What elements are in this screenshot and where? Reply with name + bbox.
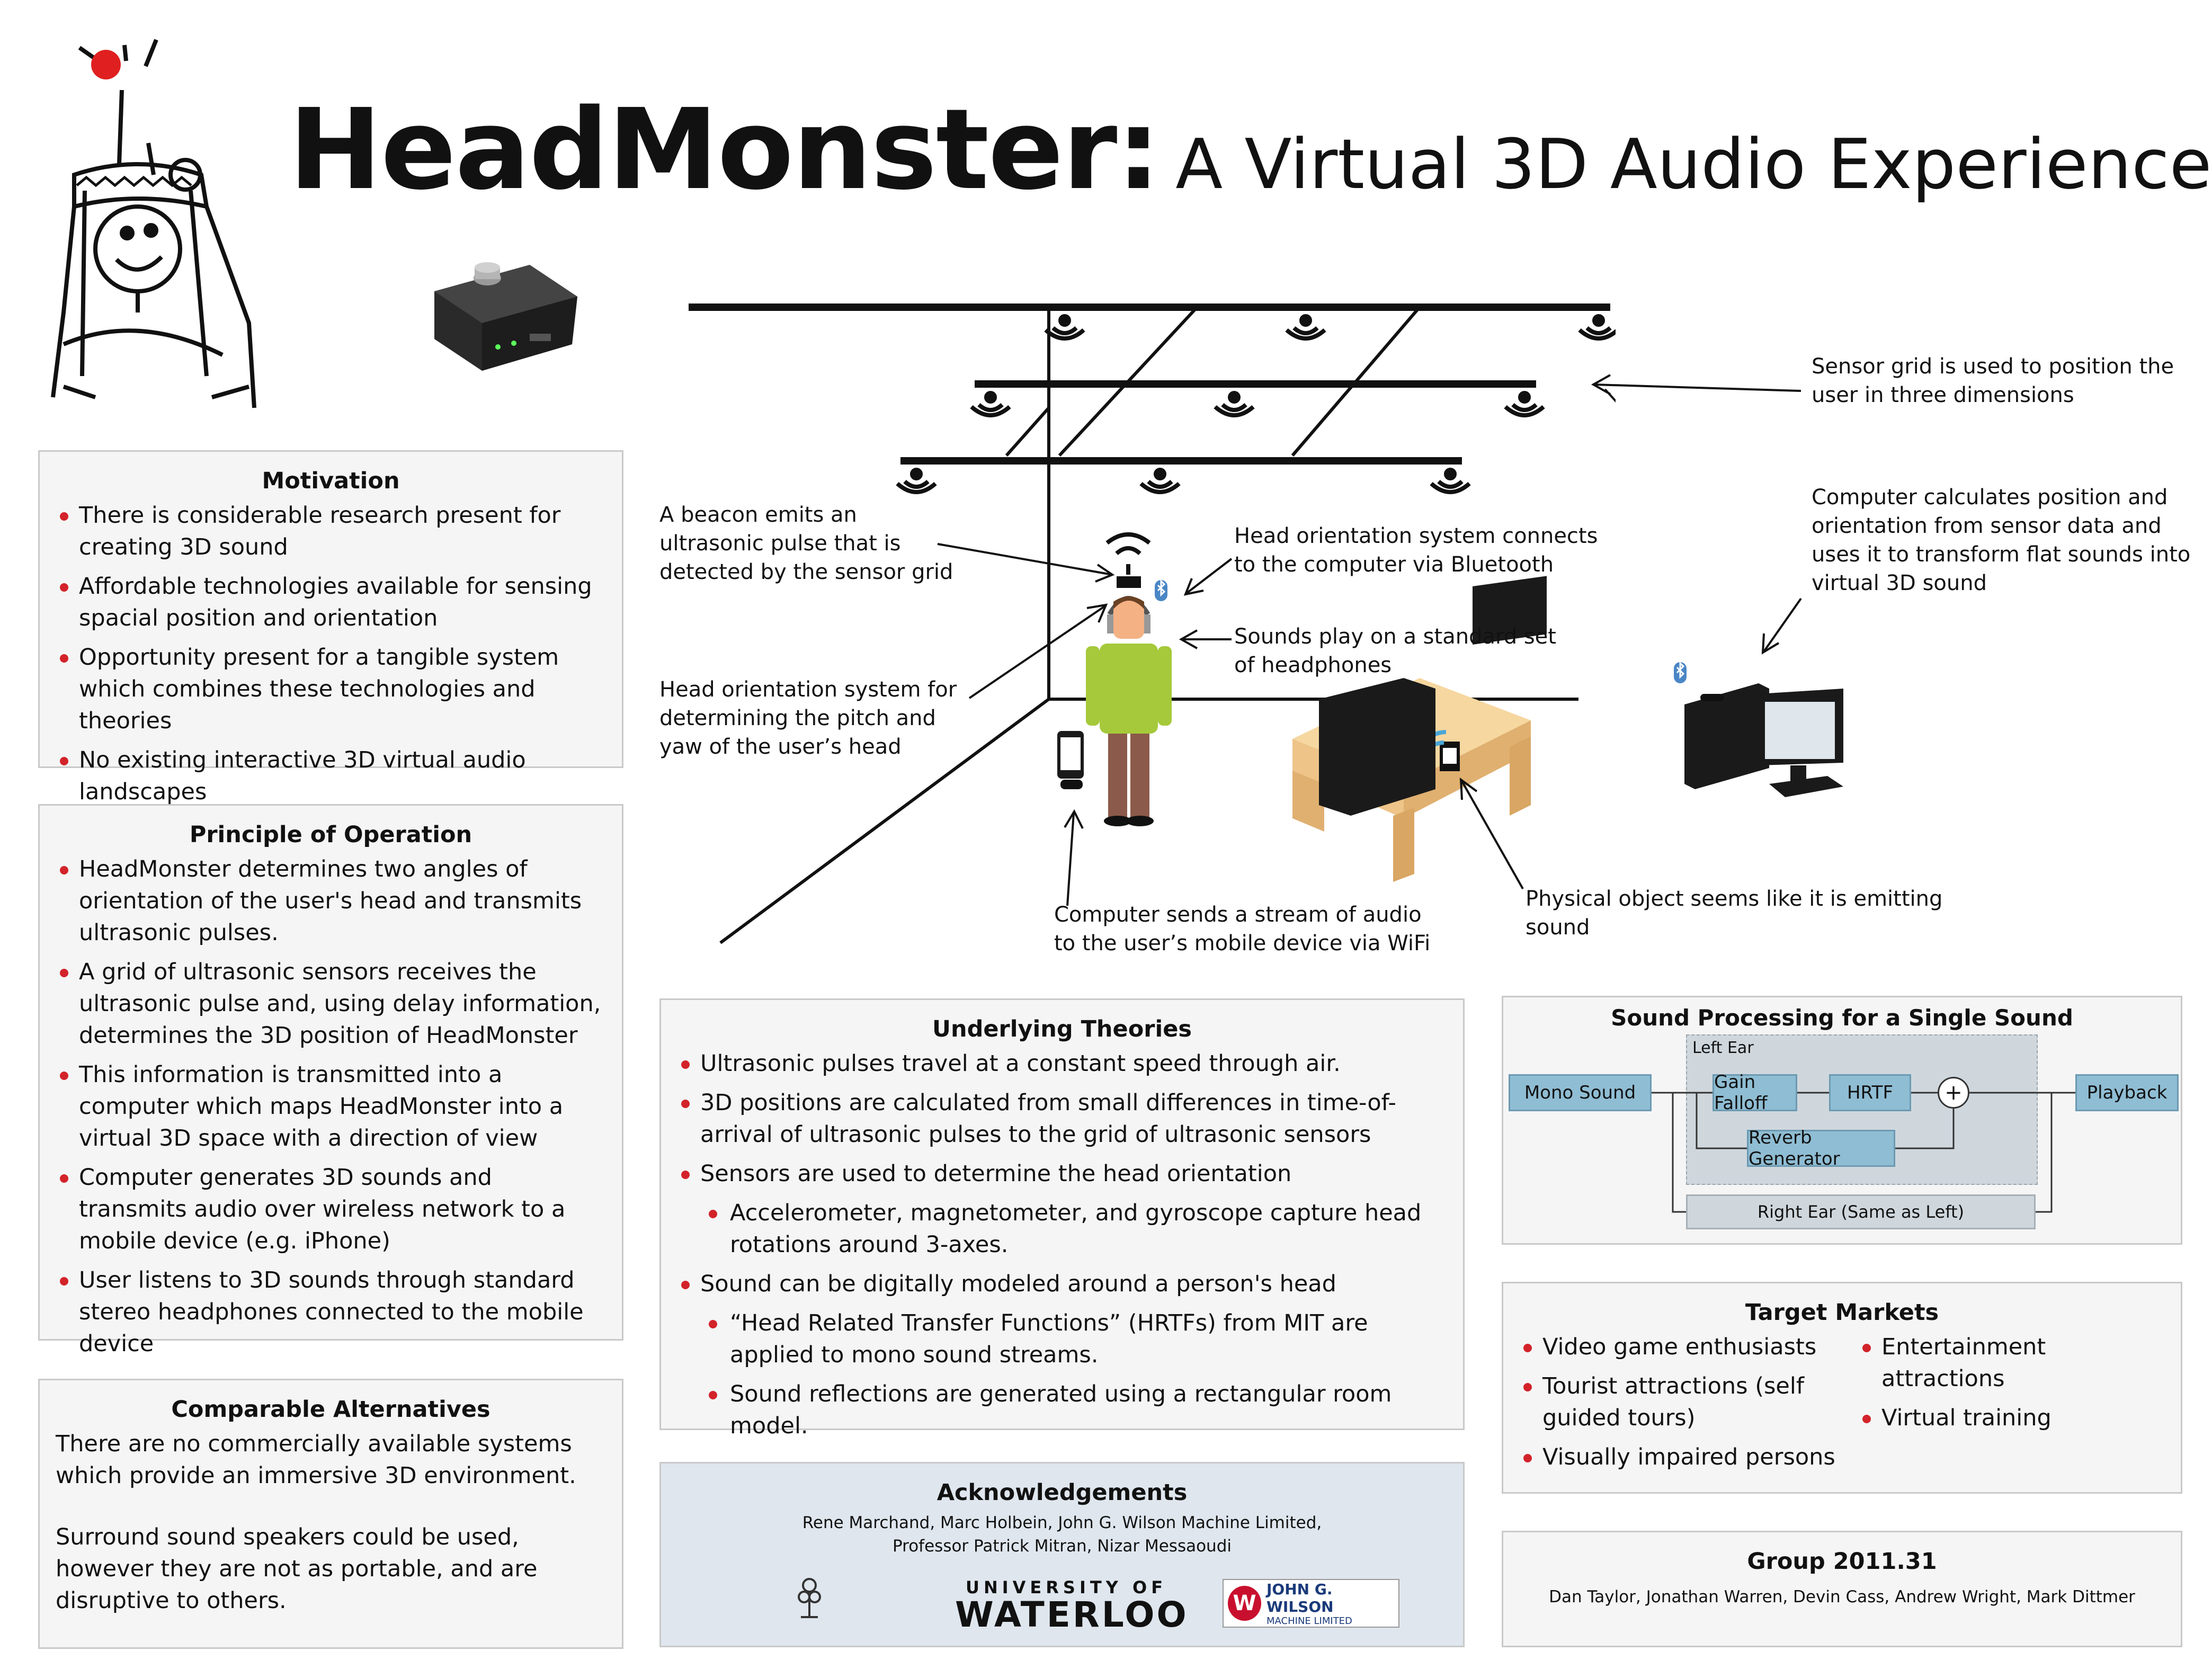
jgw-logo: W JOHN G. WILSON MACHINE LIMITED bbox=[1223, 1579, 1399, 1628]
theories-item: 3D positions are calculated from small d… bbox=[677, 1087, 1447, 1150]
alternatives-paragraph: There are no commercially available syst… bbox=[56, 1431, 576, 1489]
market-item: Tourist attractions (self guided tours) bbox=[1519, 1370, 1858, 1434]
mobile-phone bbox=[1057, 731, 1084, 789]
market-item: Entertainment attractions bbox=[1858, 1331, 2155, 1395]
target-markets-panel: Target Markets Video game enthusiasts To… bbox=[1502, 1282, 2182, 1494]
alternatives-panel: Comparable Alternatives There are no com… bbox=[38, 1379, 623, 1649]
principle-item: Computer generates 3D sounds and transmi… bbox=[56, 1162, 606, 1257]
principle-item: User listens to 3D sounds through standa… bbox=[56, 1264, 606, 1360]
market-item: Video game enthusiasts bbox=[1519, 1331, 1858, 1363]
headmonster-device-image bbox=[434, 262, 577, 371]
sound-processing-heading: Sound Processing for a Single Sound bbox=[1611, 1005, 2073, 1031]
mono-sound-node: Mono Sound bbox=[1509, 1074, 1652, 1111]
jgw-logo-emblem: W bbox=[1228, 1586, 1262, 1621]
acknowledgements-line: Rene Marchand, Marc Holbein, John G. Wil… bbox=[802, 1513, 1322, 1532]
headmonster-mascot-logo bbox=[51, 39, 256, 408]
uw-logo-bottom: WATERLOO bbox=[955, 1594, 1189, 1635]
sound-flow-lines bbox=[1652, 1092, 2075, 1213]
motivation-heading: Motivation bbox=[262, 468, 400, 494]
target-markets-heading: Target Markets bbox=[1745, 1299, 1939, 1326]
market-item: Visually impaired persons bbox=[1519, 1441, 1858, 1473]
theories-subitem: Sound reflections are generated using a … bbox=[677, 1378, 1447, 1442]
market-item: Virtual training bbox=[1858, 1402, 2155, 1434]
plant-icon bbox=[798, 1578, 821, 1618]
theories-item: Ultrasonic pulses travel at a constant s… bbox=[677, 1048, 1447, 1079]
principle-heading: Principle of Operation bbox=[189, 822, 472, 848]
acknowledgements-heading: Acknowledgements bbox=[936, 1479, 1188, 1506]
label-beacon: A beacon emits an ultrasonic pulse that … bbox=[659, 503, 953, 584]
theories-subitem: Accelerometer, magnetometer, and gyrosco… bbox=[677, 1197, 1447, 1261]
group-members: Dan Taylor, Jonathan Warren, Devin Cass,… bbox=[1549, 1587, 2135, 1606]
motivation-item: No existing interactive 3D virtual audio… bbox=[56, 744, 606, 808]
jgw-logo-sub: MACHINE LIMITED bbox=[1266, 1615, 1352, 1627]
acknowledgements-line: Professor Patrick Mitran, Nizar Messaoud… bbox=[893, 1537, 1232, 1556]
theories-item: Sensors are used to determine the head o… bbox=[677, 1158, 1447, 1190]
theories-heading: Underlying Theories bbox=[932, 1016, 1192, 1042]
motivation-item: There is considerable research present f… bbox=[56, 499, 606, 563]
label-bluetooth: Head orientation system connects to the … bbox=[1234, 524, 1598, 577]
label-head-orientation: Head orientation system for determining … bbox=[659, 677, 957, 759]
uw-logo-top: UNIVERSITY OF bbox=[965, 1577, 1167, 1597]
motivation-panel: Motivation There is considerable researc… bbox=[38, 450, 623, 805]
group-panel: Group 2011.31 Dan Taylor, Jonathan Warre… bbox=[1502, 1531, 2182, 1647]
label-physical-object: Physical object seems like it is emittin… bbox=[1526, 887, 1943, 940]
label-computer: Computer calculates position and orienta… bbox=[1812, 485, 2191, 595]
computer-icon bbox=[1674, 661, 1843, 797]
hrtf-node: HRTF bbox=[1829, 1074, 1911, 1111]
left-ear-label: Left Ear bbox=[1692, 1039, 1754, 1057]
principle-item: A grid of ultrasonic sensors receives th… bbox=[56, 956, 606, 1051]
theories-panel: Underlying Theories Ultrasonic pulses tr… bbox=[659, 998, 1465, 1439]
title-subtitle: A Virtual 3D Audio Experience bbox=[1175, 124, 2212, 204]
playback-node: Playback bbox=[2075, 1074, 2179, 1111]
user-figure bbox=[1086, 532, 1172, 826]
title-main: HeadMonster: bbox=[289, 85, 1161, 215]
uw-logo: UNIVERSITY OF WATERLOO bbox=[955, 1577, 1189, 1635]
principle-item: This information is transmitted into a c… bbox=[56, 1059, 606, 1154]
label-sensor-grid: Sensor grid is used to position the user… bbox=[1812, 354, 2174, 407]
jgw-logo-name: JOHN G. WILSON bbox=[1266, 1580, 1334, 1615]
principle-item: HeadMonster determines two angles of ori… bbox=[56, 853, 606, 949]
sum-node: + bbox=[1938, 1077, 1969, 1109]
sound-processing-panel: Sound Processing for a Single Sound Left… bbox=[1502, 996, 2182, 1245]
group-heading: Group 2011.31 bbox=[1747, 1548, 1937, 1575]
principle-panel: Principle of Operation HeadMonster deter… bbox=[38, 804, 623, 1357]
label-headphones: Sounds play on a standard set of headpho… bbox=[1234, 624, 1556, 677]
reverb-generator-node: Reverb Generator bbox=[1747, 1127, 1895, 1170]
alternatives-paragraph: Surround sound speakers could be used, h… bbox=[56, 1524, 538, 1614]
poster-title: HeadMonster:A Virtual 3D Audio Experienc… bbox=[289, 85, 2212, 215]
motivation-item: Affordable technologies available for se… bbox=[56, 570, 606, 634]
acknowledgements-panel: Acknowledgements Rene Marchand, Marc Hol… bbox=[659, 1462, 1465, 1647]
label-wifi-stream: Computer sends a stream of audio to the … bbox=[1054, 903, 1431, 956]
gain-falloff-node: Gain Falloff bbox=[1712, 1072, 1797, 1114]
theories-subitem: “Head Related Transfer Functions” (HRTFs… bbox=[677, 1307, 1447, 1371]
computer-monitor bbox=[1319, 576, 1547, 816]
alternatives-heading: Comparable Alternatives bbox=[171, 1396, 490, 1423]
theories-item: Sound can be digitally modeled around a … bbox=[677, 1268, 1447, 1300]
right-ear-node: Right Ear (Same as Left) bbox=[1686, 1194, 2036, 1229]
system-diagram bbox=[689, 304, 1616, 944]
motivation-item: Opportunity present for a tangible syste… bbox=[56, 641, 606, 737]
